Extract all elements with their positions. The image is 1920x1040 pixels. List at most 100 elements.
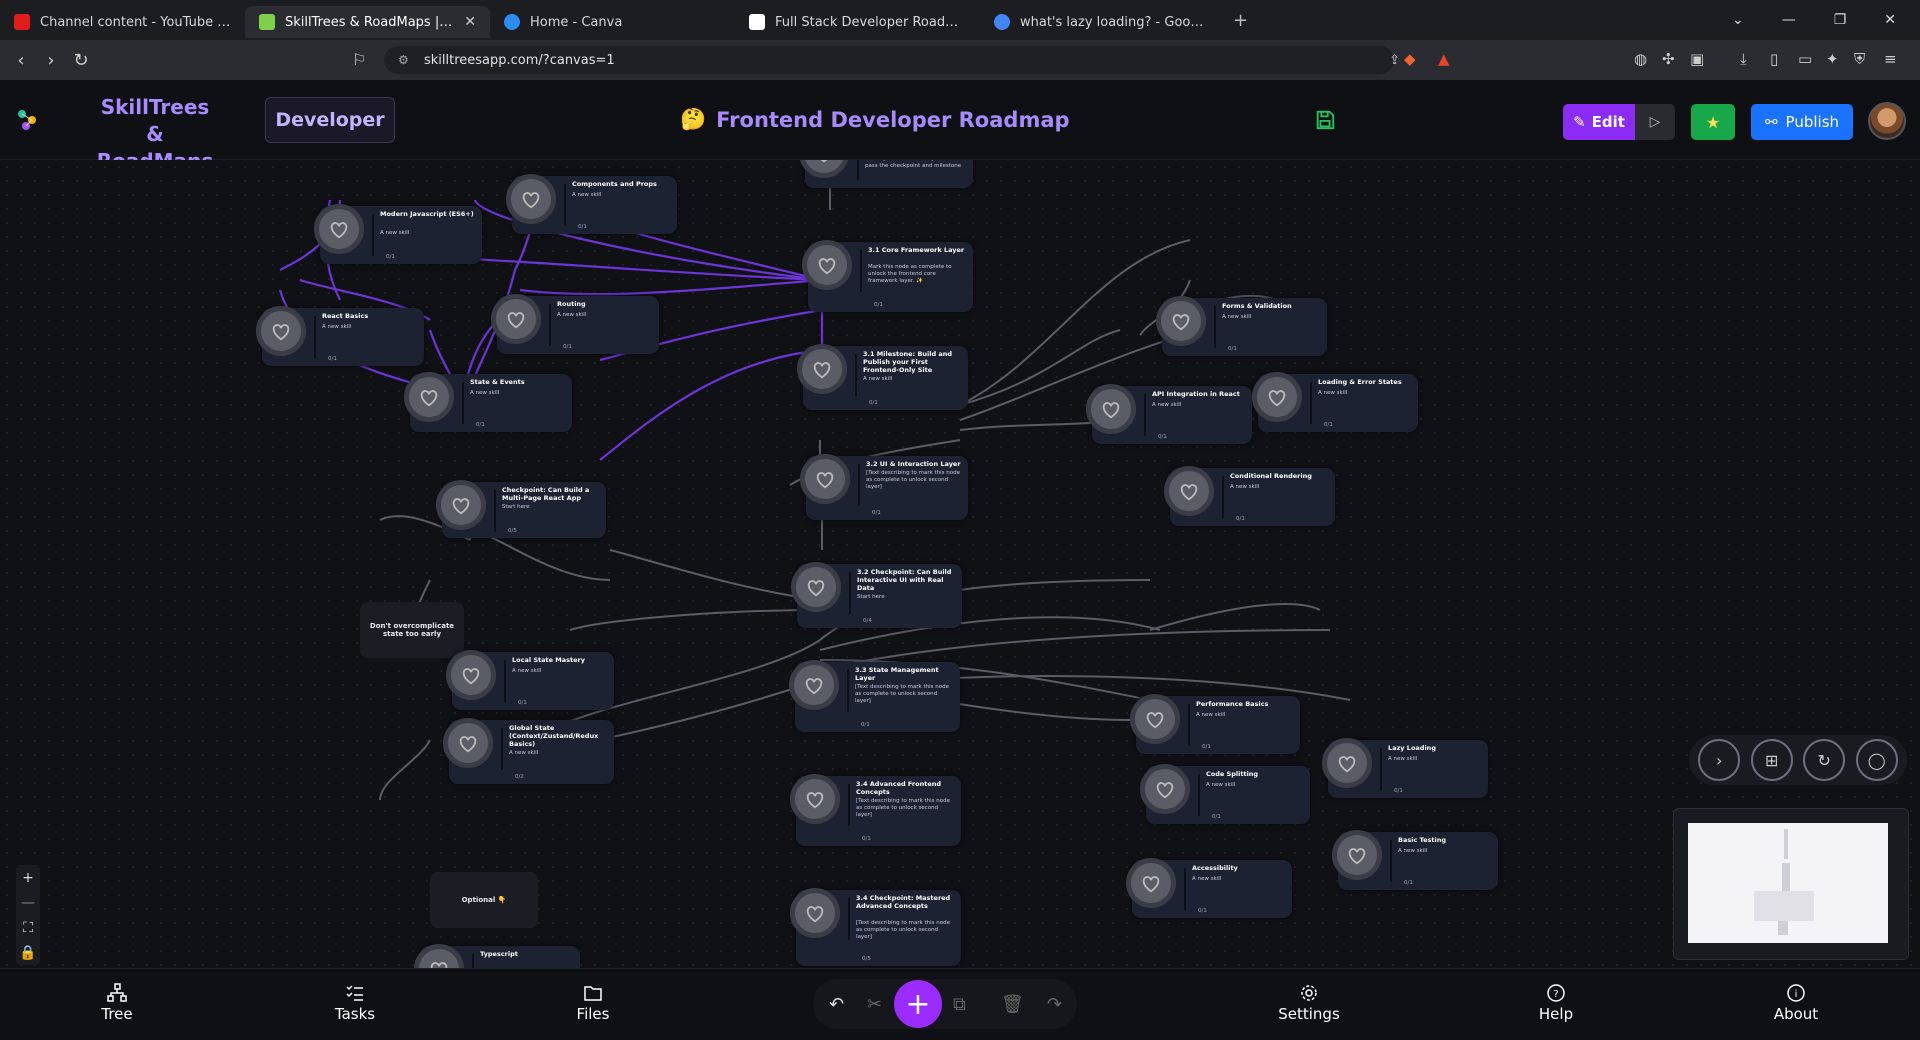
files-button[interactable]: Files: [543, 983, 643, 1023]
node-divider: [1144, 394, 1146, 436]
skill-node[interactable]: Components and Props A new skill 0/1: [506, 174, 677, 234]
chat-icon[interactable]: ◯: [1855, 739, 1898, 781]
skill-node[interactable]: developer skills. You may need to pass t…: [799, 160, 973, 188]
bookmark-icon[interactable]: ⚐: [352, 50, 367, 69]
close-window-icon[interactable]: ✕: [1884, 12, 1896, 28]
skill-node[interactable]: Modern Javascript (ES6+) A new skill 0/1: [314, 204, 482, 264]
lock-icon[interactable]: 🔒: [19, 944, 37, 961]
back-icon[interactable]: ‹: [17, 49, 25, 71]
puzzle-icon[interactable]: ✣: [1662, 50, 1675, 68]
minimap[interactable]: [1673, 808, 1909, 960]
brave-rewards-icon[interactable]: ▲: [1438, 50, 1450, 68]
heart-icon: [420, 390, 438, 407]
heart-icon: [1180, 484, 1198, 501]
skill-node[interactable]: Conditional Rendering A new skill 0/1: [1164, 466, 1335, 526]
skill-node[interactable]: Lazy Loading A new skill 0/1: [1322, 738, 1488, 798]
node-count: 0/1: [1236, 516, 1245, 522]
wallet-icon[interactable]: ▭: [1798, 50, 1813, 68]
skill-node[interactable]: Local State Mastery A new skill 0/1: [446, 650, 614, 710]
skill-node[interactable]: Performance Basics A new skill 0/1: [1130, 694, 1300, 754]
skill-node[interactable]: State & Events A new skill 0/1: [404, 372, 572, 432]
new-tab-icon[interactable]: +: [1233, 9, 1249, 31]
skill-node[interactable]: API Integration in React A new skill 0/1: [1086, 384, 1252, 444]
chevron-down-icon[interactable]: ⌄: [1731, 12, 1744, 28]
edit-button[interactable]: ✎ Edit: [1563, 104, 1635, 140]
milestone-node[interactable]: 3.1 Milestone: Build and Publish your Fi…: [797, 344, 968, 410]
redo-icon[interactable]: ↷: [1047, 994, 1063, 1015]
site-info-icon[interactable]: ⚙: [398, 53, 409, 67]
skill-node[interactable]: Code Splitting A new skill 0/1: [1140, 764, 1310, 824]
skill-node[interactable]: Loading & Error States A new skill 0/1: [1252, 372, 1418, 432]
minimap-viewport[interactable]: [1688, 823, 1888, 943]
user-avatar[interactable]: [1868, 102, 1906, 140]
browser-tab-google[interactable]: what's lazy loading? - Google Search: [980, 6, 1225, 38]
skill-node[interactable]: Forms & Validation A new skill 0/1: [1156, 296, 1327, 356]
extension-icon[interactable]: ◍: [1634, 50, 1648, 68]
node-count: 0/1: [869, 400, 878, 406]
browser-tab-skilltrees[interactable]: SkillTrees & RoadMaps | Level up ✕: [245, 6, 490, 38]
copy-icon[interactable]: ⧉: [953, 994, 966, 1015]
settings-button[interactable]: Settings: [1259, 983, 1359, 1023]
share-icon[interactable]: ⇪: [1389, 52, 1400, 68]
skill-node[interactable]: Typescript: [414, 944, 580, 968]
close-icon[interactable]: ✕: [464, 14, 476, 30]
publish-button[interactable]: ⚯ Publish: [1751, 104, 1853, 140]
add-node-button[interactable]: +: [894, 980, 942, 1028]
roadmap-title[interactable]: Frontend Developer Roadmap: [716, 107, 1070, 132]
menu-icon[interactable]: ≡: [1884, 50, 1897, 68]
role-selector-button[interactable]: Developer: [265, 97, 395, 143]
preview-button[interactable]: ▷: [1635, 104, 1675, 140]
chevron-right-icon[interactable]: ›: [1698, 739, 1741, 781]
roadmap-canvas[interactable]: developer skills. You may need to pass t…: [0, 160, 1920, 968]
browser-tab-canva[interactable]: Home - Canva: [490, 6, 735, 38]
url-field[interactable]: ⚙ skilltreesapp.com/?canvas=1 ⇪: [384, 46, 1400, 74]
restore-icon[interactable]: ❐: [1833, 12, 1847, 28]
favorite-button[interactable]: ★: [1691, 104, 1735, 140]
skill-node[interactable]: Routing A new skill 0/1: [491, 294, 659, 354]
minimize-icon[interactable]: —: [1781, 12, 1796, 28]
browser-tab-youtube[interactable]: Channel content - YouTube Studio: [0, 6, 245, 38]
node-divider: [847, 670, 849, 712]
undo-icon[interactable]: ↶: [829, 994, 845, 1015]
about-button[interactable]: i About: [1746, 983, 1846, 1023]
download-icon[interactable]: ⤓: [1740, 50, 1747, 68]
skill-node[interactable]: Accessibility A new skill 0/1: [1126, 858, 1292, 918]
zoom-in-icon[interactable]: +: [22, 869, 34, 886]
tasks-button[interactable]: Tasks: [305, 983, 405, 1023]
tree-button[interactable]: Tree: [67, 983, 167, 1023]
leo-icon[interactable]: ✦: [1826, 50, 1839, 68]
cut-icon[interactable]: ✂: [867, 994, 883, 1015]
checkpoint-node[interactable]: 3.4 Checkpoint: Mastered Advanced Concep…: [790, 888, 961, 966]
checkpoint-node[interactable]: Checkpoint: Can Build a Multi-Page React…: [436, 480, 606, 538]
layer-node[interactable]: 3.3 State Management Layer [Text describ…: [789, 660, 960, 732]
checkpoint-node[interactable]: 3.2 Checkpoint: Can Build Interactive UI…: [791, 562, 962, 628]
browser-tab-roadmap[interactable]: Full Stack Developer Roadmap: [735, 6, 980, 38]
sticky-note[interactable]: Optional 👇: [430, 872, 538, 928]
refresh-icon[interactable]: ↻: [1803, 739, 1846, 781]
vpn-icon[interactable]: ⛨: [1854, 50, 1866, 68]
sticky-note[interactable]: Don't overcomplicate state too early: [360, 602, 464, 658]
sidebar-icon[interactable]: ▯: [1770, 50, 1779, 68]
save-icon[interactable]: [1314, 109, 1336, 131]
layer-node[interactable]: 3.1 Core Framework Layer Mark this node …: [802, 240, 973, 312]
skill-node[interactable]: Basic Testing A new skill 0/1: [1332, 830, 1498, 890]
forward-icon[interactable]: ›: [47, 49, 55, 71]
node-desc: A new skill: [1222, 314, 1252, 320]
heart-icon: [1338, 756, 1356, 773]
node-desc: A new skill: [1196, 712, 1226, 718]
layer-node[interactable]: 3.4 Advanced Frontend Concepts [Text des…: [790, 774, 961, 846]
reload-icon[interactable]: ↻: [73, 49, 89, 71]
delete-icon[interactable]: 🗑: [1001, 994, 1024, 1015]
skill-node[interactable]: React Basics A new skill 0/1: [256, 306, 424, 366]
help-button[interactable]: ? Help: [1506, 983, 1606, 1023]
node-count: 0/1: [578, 224, 587, 230]
layer-node[interactable]: 3.2 UI & Interaction Layer [Text describ…: [800, 454, 968, 520]
brave-shield-icon[interactable]: ◆: [1404, 50, 1416, 68]
node-count: 0/1: [386, 254, 395, 260]
map-icon[interactable]: ⊞: [1750, 739, 1793, 781]
fit-view-icon[interactable]: ⛶: [23, 919, 33, 936]
skill-node[interactable]: Global State (Context/Zustand/Redux Basi…: [443, 718, 614, 784]
screenshot-icon[interactable]: ▣: [1690, 50, 1705, 68]
app-logo-icon[interactable]: [16, 108, 40, 132]
zoom-out-icon[interactable]: —: [21, 894, 35, 911]
